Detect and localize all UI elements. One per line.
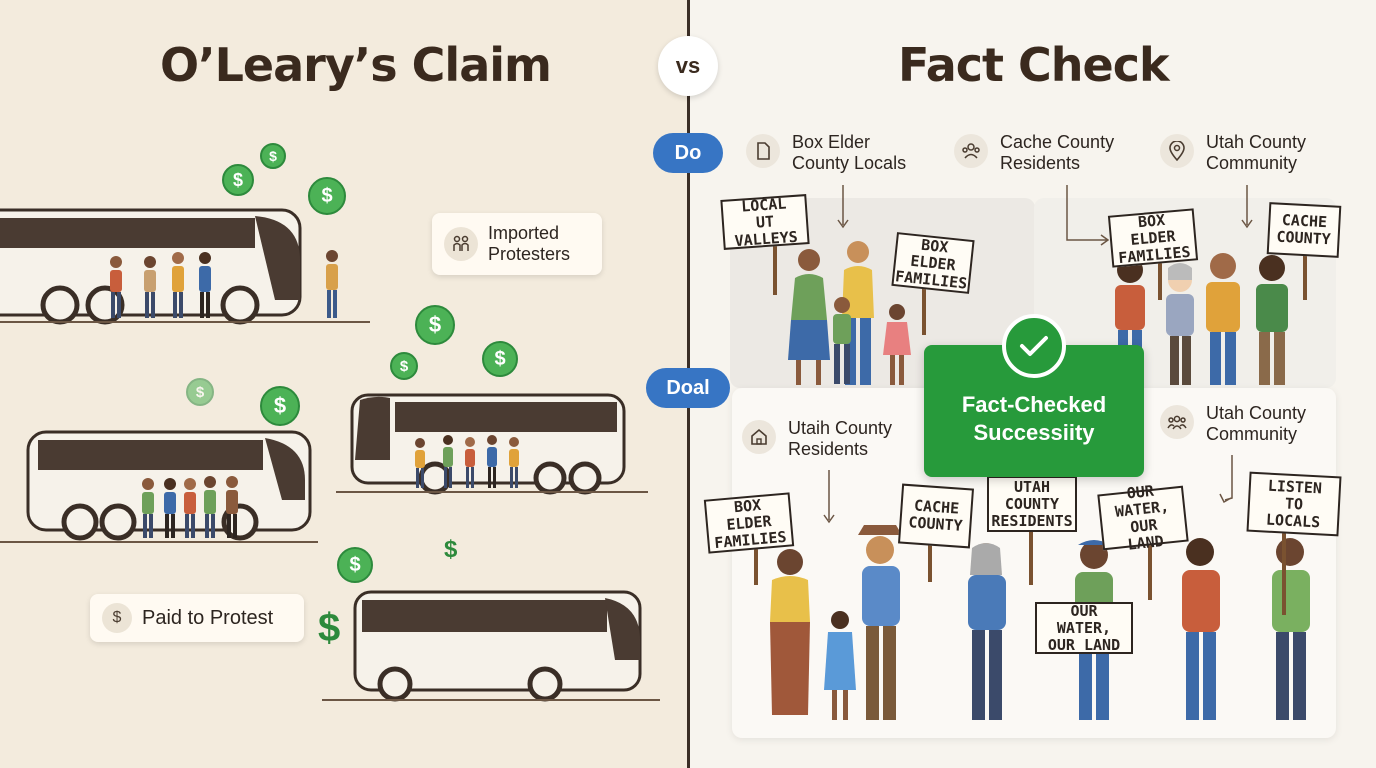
imported-protesters-label: Imported Protesters (432, 213, 602, 275)
location-cache-text: Cache County Residents (1000, 132, 1115, 173)
dollar-coin-icon: $ (390, 352, 418, 380)
sign-pole (1158, 255, 1162, 300)
location-box-elder: Box Elder County Locals (746, 132, 906, 174)
pill-do: Do (653, 133, 723, 173)
sign-listen-to-locals: LISTEN TO LOCALS (1246, 471, 1342, 537)
document-icon (746, 134, 780, 168)
map-pin-icon (1160, 134, 1194, 168)
dollar-coin-icon: $ (186, 378, 214, 406)
sign-pole (1148, 540, 1152, 600)
community-icon (954, 134, 988, 168)
location-utah-community-bottom-text: Utah County Community (1206, 403, 1307, 444)
community-illustration (770, 185, 1310, 720)
dollar-sign-icon: $ (318, 606, 341, 650)
dollar-sign-icon: $ (444, 536, 458, 563)
dollar-coin-icon: $ (222, 164, 254, 196)
sign-box-elder-2: BOX ELDER FAMILIES (1107, 208, 1199, 268)
fact-check-title: Fact Check (898, 38, 1170, 92)
location-utaih: Utaih County Residents (742, 418, 892, 460)
claim-title: O’Leary’s Claim (160, 38, 552, 92)
location-utah-community-top: Utah County Community (1160, 132, 1306, 174)
location-cache: Cache County Residents (954, 132, 1114, 174)
location-utah-community-top-text: Utah County Community (1206, 132, 1307, 173)
paid-to-protest-text: Paid to Protest (142, 606, 274, 629)
sign-local-ut: LOCAL UT VALLEYS (720, 194, 810, 250)
dollar-coin-icon: $ (482, 341, 518, 377)
group-icon (1160, 405, 1194, 439)
bus-4 (353, 590, 642, 702)
sign-utah-residents: UTAH COUNTY RESIDENTS (987, 476, 1077, 532)
location-box-elder-text: Box Elder County Locals (792, 132, 907, 173)
people-icon (444, 227, 478, 261)
sign-pole (754, 545, 758, 585)
sign-pole (773, 240, 777, 295)
sign-pole (1029, 530, 1033, 585)
sign-box-elder-3: BOX ELDER FAMILIES (703, 492, 795, 554)
sign-pole (1303, 250, 1307, 300)
checkmark-icon (1002, 314, 1066, 378)
sign-our-water-2: OUR WATER, OUR LAND (1035, 602, 1133, 654)
sign-cache-1: CACHE COUNTY (1266, 202, 1342, 258)
sign-cache-2: CACHE COUNTY (897, 483, 975, 549)
sign-pole (928, 542, 932, 582)
location-utah-community-bottom: Utah County Community (1160, 403, 1306, 445)
sign-pole (1282, 530, 1286, 615)
imported-protesters-text: Imported Protesters (488, 223, 571, 264)
buses-illustration (0, 208, 660, 702)
dollar-coin-icon: $ (415, 305, 455, 345)
fact-checked-text: Fact-Checked Successiity (961, 392, 1107, 445)
paid-to-protest-label: $ Paid to Protest (90, 594, 304, 642)
sign-our-water-1: OUR WATER, OUR LAND (1097, 482, 1189, 554)
home-icon (742, 420, 776, 454)
dollar-icon: $ (102, 603, 132, 633)
dollar-coin-icon: $ (337, 547, 373, 583)
dollar-coin-icon: $ (308, 177, 346, 215)
dollar-coin-icon: $ (260, 143, 286, 169)
dollar-coin-icon: $ (260, 386, 300, 426)
sign-box-elder-1: BOX ELDER FAMILIES (891, 232, 975, 294)
sign-pole (922, 285, 926, 335)
location-utaih-text: Utaih County Residents (788, 418, 893, 459)
pill-doal: Doal (646, 368, 730, 408)
vs-badge: vs (658, 36, 718, 96)
